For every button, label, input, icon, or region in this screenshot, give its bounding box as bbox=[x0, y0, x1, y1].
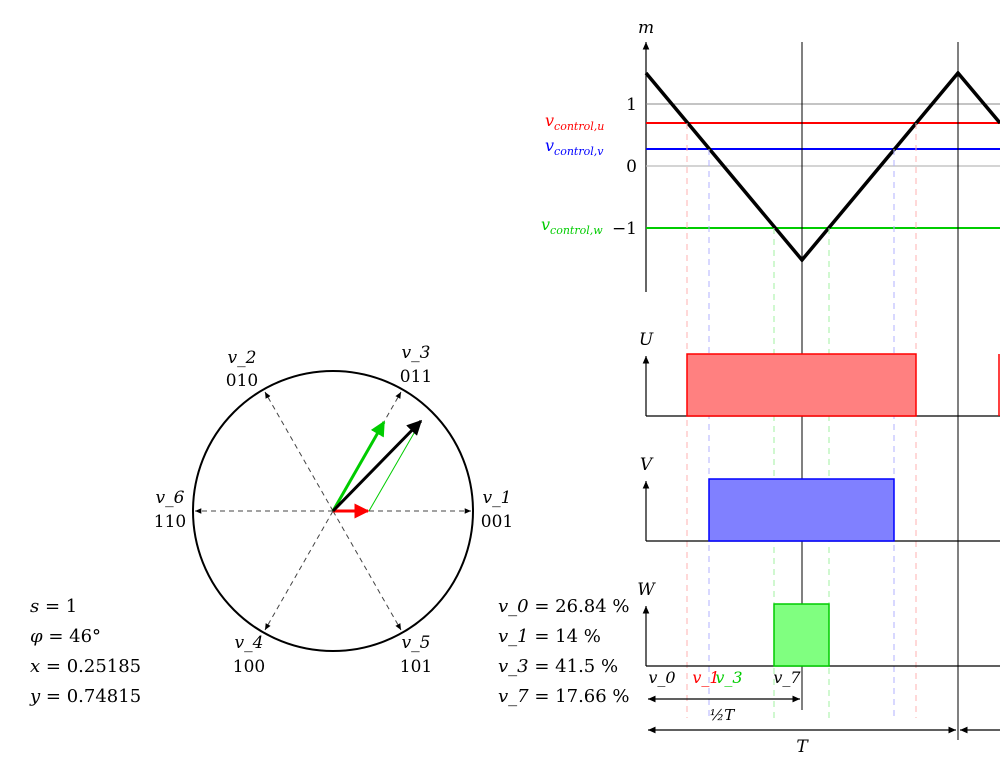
label-v1-name: v_1 bbox=[483, 488, 512, 508]
tick-minus-one: −1 bbox=[612, 219, 637, 239]
tick-one: 1 bbox=[626, 95, 637, 115]
param-phi: φ = 46° bbox=[30, 626, 101, 647]
label-v4-code: 100 bbox=[233, 657, 265, 677]
component-vector-green bbox=[331, 420, 386, 512]
label-v3-code: 011 bbox=[400, 367, 432, 387]
label-v5-name: v_5 bbox=[402, 633, 431, 653]
duty-cycle-list: v_0 = 26.84 % v_1 = 14 % v_3 = 41.5 % v_… bbox=[498, 596, 630, 707]
period-dimensions: ½T T bbox=[648, 695, 1000, 757]
vector-sequence-labels: v_0 v_1 v_3 v_7 bbox=[648, 668, 801, 687]
label-v5-code: 101 bbox=[400, 657, 432, 677]
param-s: s = 1 bbox=[30, 596, 77, 617]
control-label-v: vcontrol,v bbox=[545, 136, 604, 158]
pulse-u-plot: U bbox=[639, 330, 1000, 417]
switching-guides bbox=[686, 123, 917, 718]
pulse-w-plot: W bbox=[637, 580, 1000, 667]
duty-v7: v_7 = 17.66 % bbox=[498, 686, 630, 707]
control-label-u: vcontrol,u bbox=[545, 111, 604, 133]
seq-v7: v_7 bbox=[773, 668, 801, 687]
label-v2-name: v_2 bbox=[228, 348, 257, 368]
label-v4-name: v_4 bbox=[235, 633, 264, 653]
basis-vector-v2 bbox=[264, 391, 334, 512]
basis-vector-v4 bbox=[264, 510, 334, 631]
seq-v0: v_0 bbox=[648, 668, 675, 687]
label-v6-code: 110 bbox=[154, 512, 186, 532]
duty-v3: v_3 = 41.5 % bbox=[498, 656, 618, 677]
pulse-w-on bbox=[773, 603, 830, 667]
control-label-w: vcontrol,w bbox=[541, 215, 603, 237]
carrier-plot: m 1 0 −1 vcontrol,u vcontrol,v vcontrol,… bbox=[541, 18, 1000, 740]
seq-v3: v_3 bbox=[715, 668, 742, 687]
pulse-v-plot: V bbox=[640, 455, 1000, 542]
parameter-list: s = 1 φ = 46° x = 0.25185 y = 0.74815 bbox=[29, 596, 141, 707]
seq-v1: v_1 bbox=[692, 668, 719, 687]
label-v6-name: v_6 bbox=[156, 488, 185, 508]
pulse-v-on bbox=[708, 478, 895, 542]
basis-vector-v5 bbox=[332, 510, 402, 631]
param-x: x = 0.25185 bbox=[30, 656, 141, 677]
pulse-u-label: U bbox=[639, 330, 654, 350]
carrier-y-label: m bbox=[638, 18, 654, 38]
pulse-w-label: W bbox=[637, 580, 656, 600]
half-period-label: ½T bbox=[710, 706, 736, 724]
unit-circle bbox=[192, 370, 474, 652]
label-v2-code: 010 bbox=[226, 371, 258, 391]
param-y: y = 0.74815 bbox=[29, 686, 141, 707]
label-v3-name: v_3 bbox=[402, 343, 431, 363]
space-vector-circle-group: v_1 001 v_3 011 v_2 010 v_6 110 v_4 100 … bbox=[154, 343, 513, 677]
duty-v1: v_1 = 14 % bbox=[498, 626, 601, 647]
carrier-triangle-wave bbox=[644, 70, 1000, 263]
label-v1-code: 001 bbox=[481, 512, 513, 532]
pulse-v-label: V bbox=[640, 455, 654, 475]
full-period-label: T bbox=[796, 737, 809, 757]
tick-zero: 0 bbox=[626, 157, 637, 177]
pulse-u-on bbox=[686, 353, 917, 417]
component-thin-green bbox=[368, 420, 422, 512]
reference-vector-black bbox=[331, 419, 423, 513]
duty-v0: v_0 = 26.84 % bbox=[498, 596, 630, 617]
